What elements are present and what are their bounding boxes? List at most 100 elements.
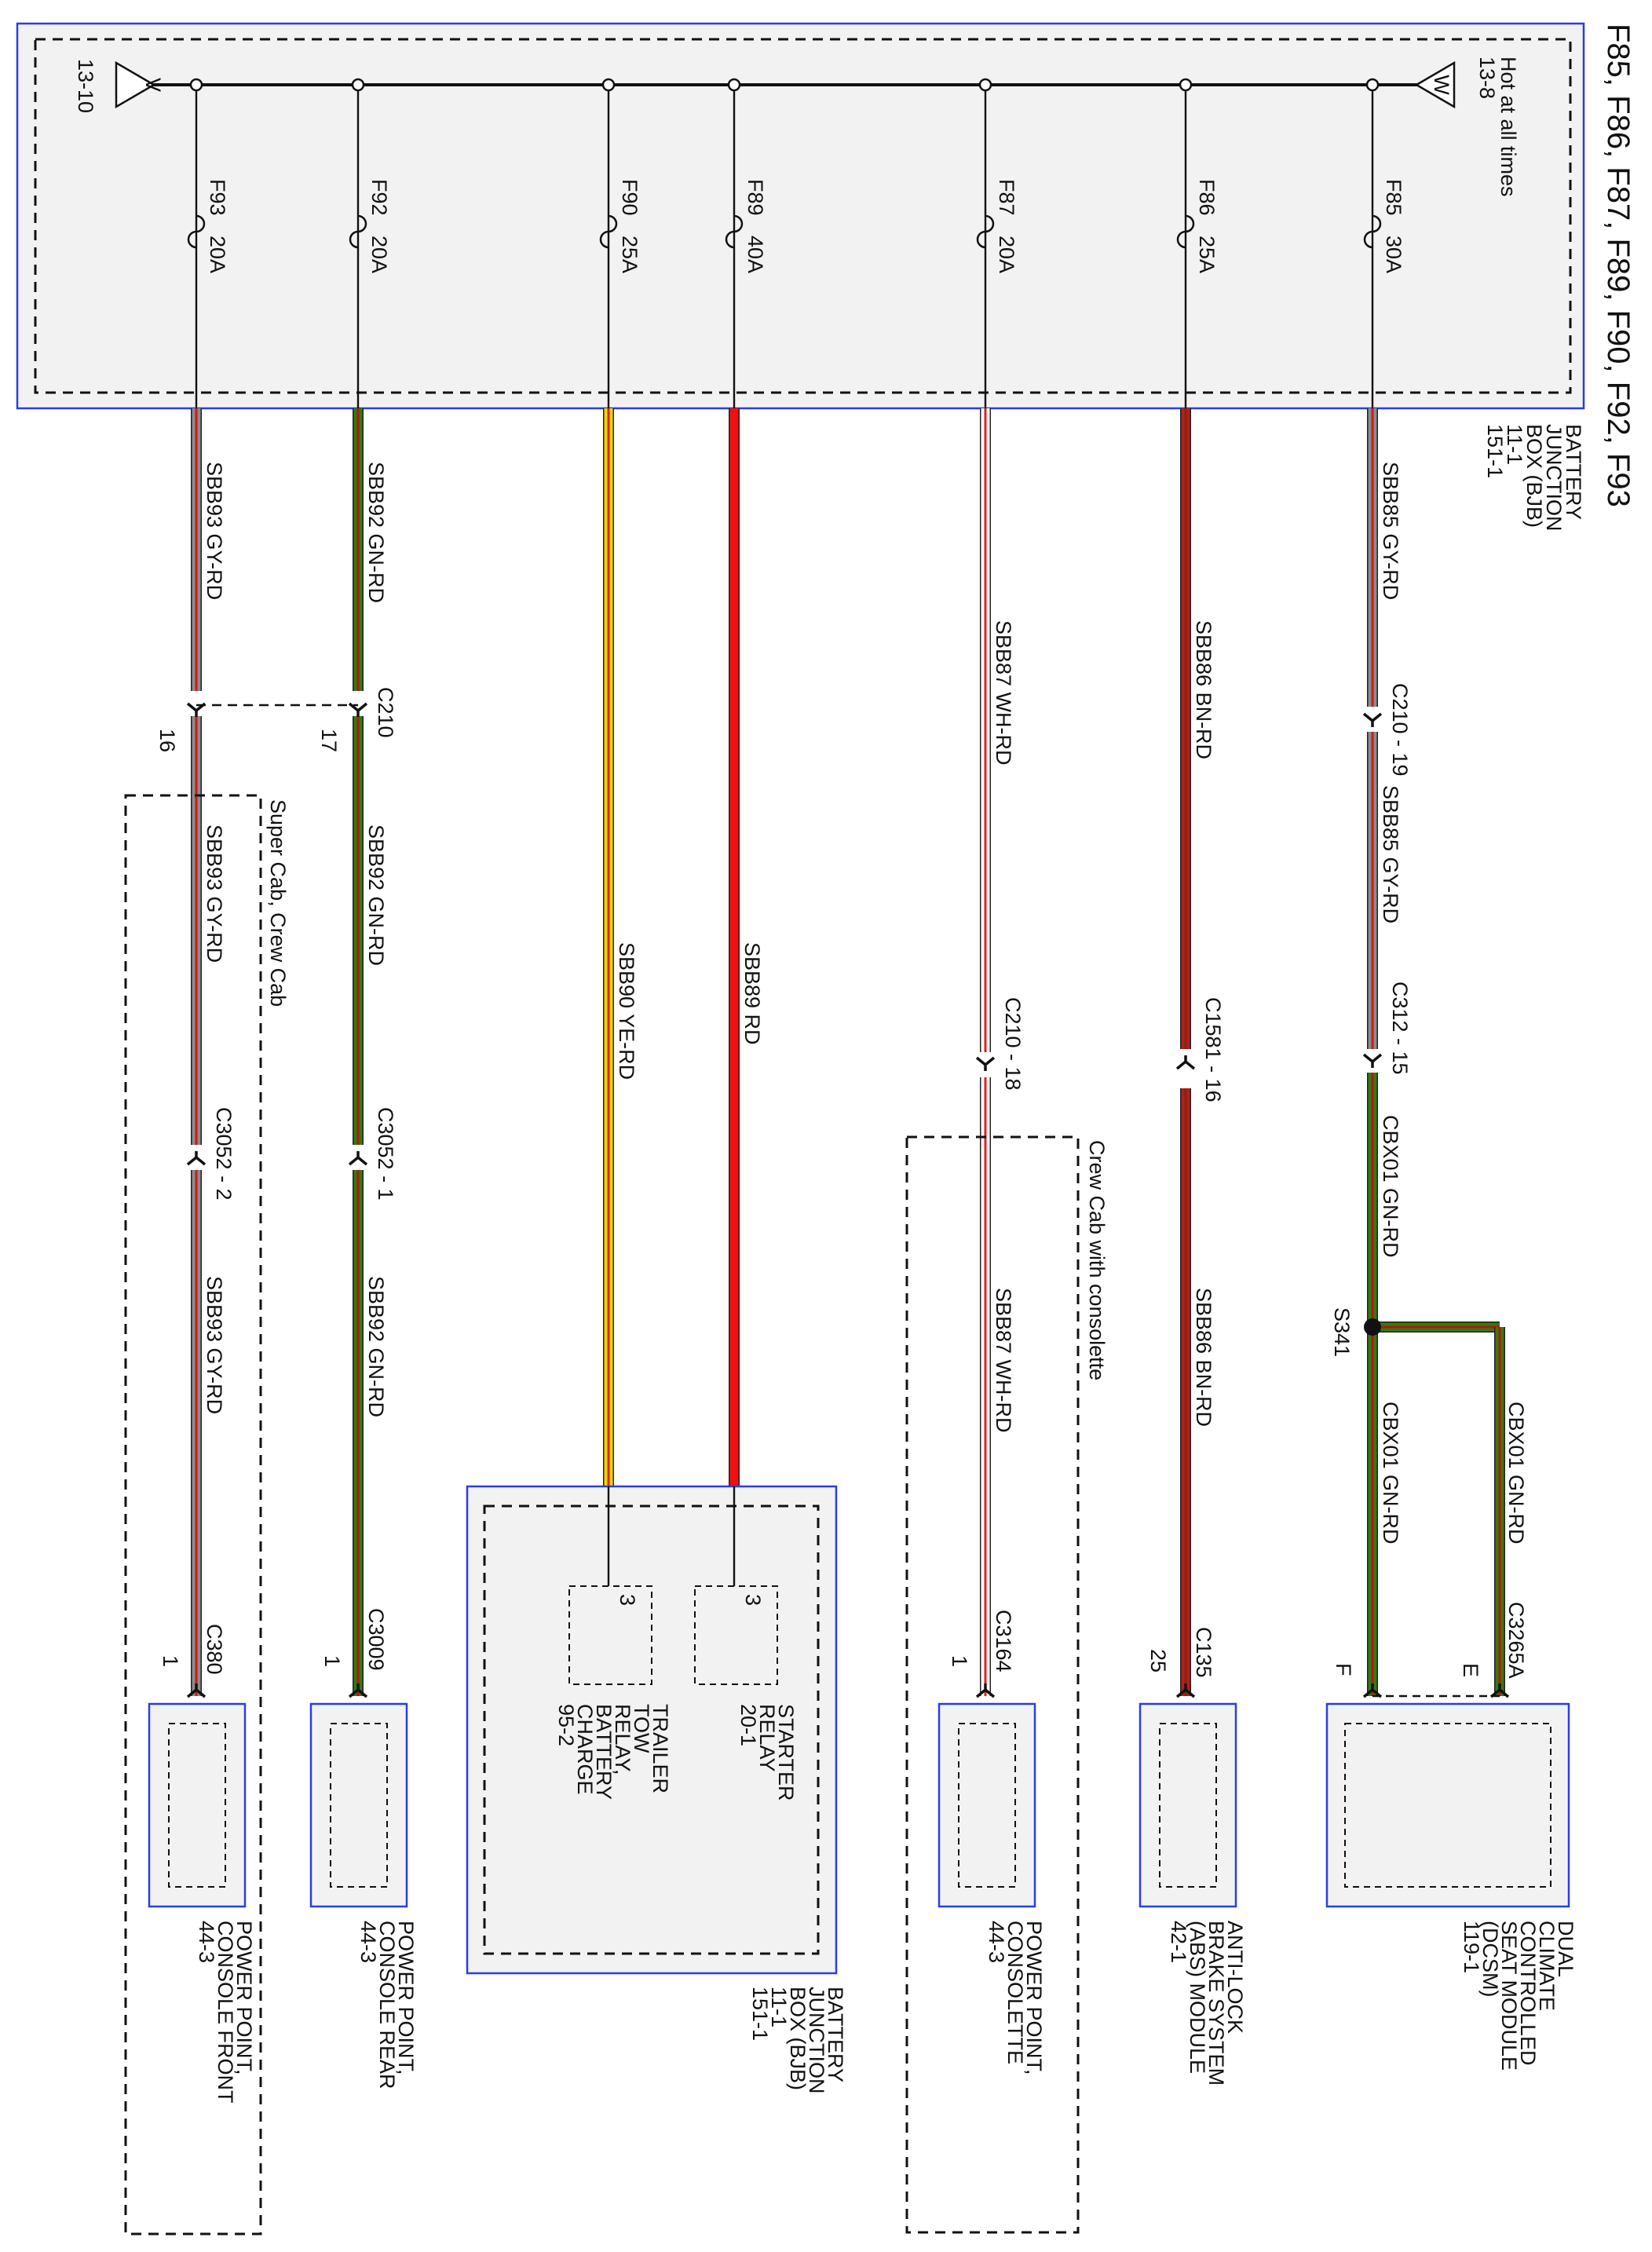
fuse-f87-id: F87: [995, 179, 1018, 216]
svg-text:TOW: TOW: [630, 1704, 653, 1753]
battery-junction-box-top: [16, 22, 1585, 410]
svg-text:STARTER: STARTER: [774, 1704, 798, 1801]
fuse-f90: F90 25A: [599, 78, 641, 408]
fuse-f92: F92 20A: [349, 78, 391, 408]
wire-label-cbx01-1: CBX01 GN-RD: [1379, 1115, 1402, 1258]
c210-18-connector: [975, 1056, 996, 1071]
fuse-f87-amps: 20A: [995, 236, 1018, 273]
svg-text:(ABS) MODULE: (ABS) MODULE: [1186, 1921, 1209, 2074]
svg-text:DUAL: DUAL: [1554, 1921, 1577, 1977]
c210-18-label: C210 - 18: [1001, 997, 1025, 1091]
wire-label-sbb93-2: SBB93 GY-RD: [203, 824, 226, 963]
svg-text:ANTI-LOCK: ANTI-LOCK: [1223, 1921, 1247, 2034]
fuse-f86: F86 25A: [1176, 78, 1219, 408]
abs-module-inner: [1159, 1723, 1217, 1888]
bus-left-ref: 13-10: [74, 59, 97, 113]
wire-label-sbb89: SBB89 RD: [740, 942, 764, 1045]
svg-text:11-1: 11-1: [767, 1987, 791, 2027]
svg-text:11-1: 11-1: [1503, 424, 1526, 465]
c1581-16-connector: [1175, 1055, 1196, 1070]
dcsm-pin-e: E: [1459, 1663, 1482, 1677]
power-point-console-rear-inner: [330, 1723, 388, 1888]
svg-text:CONSOLETTE: CONSOLETTE: [1003, 1921, 1027, 2064]
c3265a-e-connector: [1489, 1684, 1510, 1698]
battery-junction-box-bottom: [466, 1485, 838, 1975]
c135-pin: 25: [1146, 1649, 1170, 1673]
fuse-f89-id: F89: [744, 179, 767, 216]
svg-text:RELAY: RELAY: [755, 1704, 779, 1772]
power-point-consolette-inner: [958, 1723, 1016, 1888]
abs-module-label: ANTI-LOCK BRAKE SYSTEM (ABS) MODULE 42-1: [1167, 1921, 1247, 2086]
c135-label: C135: [1192, 1627, 1215, 1678]
fuse-f93: F93 20A: [187, 78, 229, 408]
splice-s341: [1364, 1318, 1381, 1336]
wire-label-sbb87-1: SBB87 WH-RD: [992, 620, 1015, 766]
starter-relay-label: STARTER RELAY 20-1: [736, 1704, 798, 1801]
svg-text:BATTERY: BATTERY: [824, 1987, 847, 2082]
svg-text:BRAKE SYSTEM: BRAKE SYSTEM: [1204, 1921, 1228, 2086]
abs-module: [1138, 1702, 1237, 1908]
c210-19-connector: [1362, 712, 1383, 727]
c3164-pin: 1: [948, 1655, 971, 1667]
power-point-console-front: [148, 1702, 247, 1908]
wire-label-sbb92-3: SBB92 GN-RD: [364, 1276, 388, 1417]
svg-text:BOX (BJB): BOX (BJB): [786, 1987, 810, 2090]
super-crew-cab-option-box: [124, 794, 262, 2236]
connector-symbols: [186, 702, 1510, 1698]
c3265a-label: C3265A: [1504, 1602, 1528, 1679]
wires: [191, 408, 1505, 1696]
wire-label-sbb86-2: SBB86 BN-RD: [1192, 1288, 1215, 1427]
c210-pin-17: 17: [317, 729, 341, 752]
fuse-f85-id: F85: [1382, 179, 1405, 216]
c3009-pin: 1: [320, 1655, 344, 1667]
fuse-f89: F89 40A: [725, 78, 767, 408]
fuse-f90-amps: 25A: [618, 236, 641, 273]
svg-text:BOX (BJB): BOX (BJB): [1522, 424, 1546, 528]
c210-pin16-connector: [186, 702, 206, 717]
starter-relay-box: [694, 1585, 778, 1685]
wire-label-cbx01-2: CBX01 GN-RD: [1379, 1402, 1402, 1545]
svg-text:RELAY,: RELAY,: [611, 1704, 634, 1775]
svg-text:POWER POINT,: POWER POINT,: [1022, 1921, 1046, 2075]
bus-arrow-w-letter: W: [1430, 75, 1453, 95]
fuse-f85: F85 30A: [1363, 78, 1405, 408]
wire-label-sbb90: SBB90 YE-RD: [615, 942, 638, 1080]
trailer-relay-box: [568, 1585, 652, 1685]
wire-label-sbb92-1: SBB92 GN-RD: [364, 462, 388, 603]
note-super-crew-cab: Super Cab, Crew Cab: [266, 799, 290, 1007]
c380-connector: [186, 1684, 206, 1698]
svg-text:44-3: 44-3: [356, 1921, 380, 1963]
c210-pin17-connector: [348, 702, 368, 717]
bus-right-ref: 13-8: [1475, 57, 1499, 99]
c312-15-label: C312 - 15: [1388, 982, 1412, 1075]
fuse-f86-amps: 25A: [1195, 236, 1219, 273]
fuse-f93-amps: 20A: [206, 236, 229, 273]
svg-text:151-1: 151-1: [1483, 424, 1507, 478]
c3052-2-label: C3052 - 2: [212, 1107, 236, 1201]
power-point-console-front-inner: [168, 1723, 226, 1888]
wire-labels: SBB93 GY-RD SBB93 GY-RD SBB93 GY-RD SBB9…: [203, 462, 1528, 1545]
svg-text:SEAT MODULE: SEAT MODULE: [1497, 1921, 1521, 2071]
c3052-1-connector: [348, 1151, 368, 1166]
svg-text:CLIMATE: CLIMATE: [1535, 1921, 1559, 2011]
bjb-top-label: BATTERY JUNCTION BOX (BJB) 11-1 151-1: [1483, 424, 1585, 532]
c3164-label: C3164: [992, 1610, 1015, 1673]
dcsm-module: [1325, 1702, 1570, 1908]
dcsm-pin-f: F: [1332, 1663, 1355, 1676]
c1581-16-label: C1581 - 16: [1201, 997, 1225, 1102]
svg-text:20-1: 20-1: [736, 1704, 760, 1746]
svg-text:CONTROLLED: CONTROLLED: [1516, 1921, 1540, 2066]
svg-text:POWER POINT,: POWER POINT,: [232, 1921, 256, 2075]
battery-junction-box-bottom-inner: [483, 1504, 820, 1955]
wire-label-sbb87-2: SBB87 WH-RD: [992, 1288, 1015, 1433]
battery-junction-box-top-inner: [34, 38, 1572, 394]
svg-text:(DCSM): (DCSM): [1478, 1921, 1502, 1997]
fuse-f89-amps: 40A: [744, 236, 767, 273]
bus-arrow-v-letter: V: [141, 78, 165, 92]
svg-text:BATTERY: BATTERY: [1562, 424, 1585, 520]
svg-text:CHARGE: CHARGE: [573, 1704, 597, 1795]
svg-text:CONSOLE FRONT: CONSOLE FRONT: [214, 1921, 237, 2104]
fuse-f90-id: F90: [618, 179, 641, 216]
wire-label-sbb93-1: SBB93 GY-RD: [203, 462, 226, 600]
wire-label-sbb85-1: SBB85 GY-RD: [1379, 462, 1402, 600]
